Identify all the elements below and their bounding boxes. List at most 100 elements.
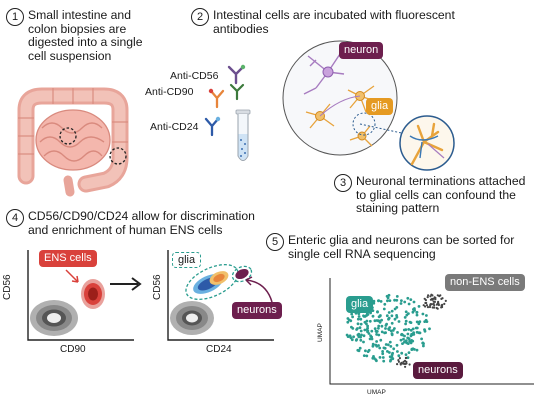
umap-point xyxy=(425,314,428,317)
umap-point xyxy=(403,316,407,319)
umap-point xyxy=(412,300,416,304)
umap-point xyxy=(428,305,432,309)
umap-point xyxy=(362,314,365,318)
step-3-line: to glial cells can confound the xyxy=(356,187,516,202)
umap-point xyxy=(399,338,403,342)
umap-point xyxy=(408,320,412,324)
umap-point xyxy=(393,298,396,302)
umap-point xyxy=(395,343,399,347)
umap-point xyxy=(404,319,408,323)
umap-point xyxy=(359,317,363,321)
umap-point xyxy=(388,340,392,344)
umap-point xyxy=(420,337,423,341)
umap-point xyxy=(404,328,408,332)
umap-point xyxy=(380,330,384,334)
umap-point xyxy=(359,338,363,342)
umap-point xyxy=(366,330,369,334)
umap-point xyxy=(410,332,413,336)
umap-point xyxy=(396,331,399,334)
umap-point xyxy=(426,296,429,299)
umap-point xyxy=(358,326,362,330)
umap-point xyxy=(426,306,430,309)
step-3-line: staining pattern xyxy=(356,201,440,215)
umap-point xyxy=(424,301,427,305)
umap-point xyxy=(400,361,403,364)
umap-point xyxy=(359,322,363,326)
umap-point xyxy=(421,341,425,345)
umap-point xyxy=(363,328,367,332)
umap-point xyxy=(377,333,381,337)
plot2-y-axis-label: CD56 xyxy=(152,274,163,300)
umap-point xyxy=(348,334,352,338)
umap-point xyxy=(404,365,407,368)
umap-point xyxy=(390,321,394,325)
umap-point xyxy=(406,296,410,300)
umap-point xyxy=(352,335,355,339)
umap-point xyxy=(403,300,407,304)
umap-point xyxy=(415,348,419,352)
non-ens-cells-tag: non-ENS cells xyxy=(445,274,525,291)
umap-point xyxy=(366,350,370,353)
umap-point xyxy=(380,324,384,328)
umap-point xyxy=(407,351,411,354)
umap-point xyxy=(423,329,427,333)
plot1-x-axis-label: CD90 xyxy=(60,344,86,355)
umap-point xyxy=(429,304,432,307)
umap-point xyxy=(400,299,403,302)
umap-point xyxy=(345,333,349,337)
step-1-number: 1 xyxy=(6,8,24,26)
umap-point xyxy=(423,320,427,323)
umap-point xyxy=(377,324,381,328)
step-1-text: Small intestine and colon biopsies are d… xyxy=(28,8,178,63)
umap-point xyxy=(378,356,382,359)
umap-point xyxy=(433,306,436,309)
step-5-line: Enteric glia and neurons can be sorted f… xyxy=(288,233,515,247)
umap-point xyxy=(371,342,375,346)
umap-point xyxy=(390,332,394,336)
umap-point xyxy=(362,354,366,357)
umap-point xyxy=(388,299,392,302)
umap-point xyxy=(375,319,379,322)
umap-point xyxy=(397,320,401,323)
umap-point xyxy=(357,312,361,316)
umap-point xyxy=(381,350,384,353)
umap-point xyxy=(422,344,425,348)
umap-point xyxy=(412,331,415,334)
umap-point xyxy=(371,344,375,348)
umap-point xyxy=(432,302,435,305)
umap-point xyxy=(409,298,413,301)
neuron-tag: neuron xyxy=(339,42,384,59)
antibody-cd90-icon xyxy=(208,88,225,109)
facs-plot-cd56-cd90 xyxy=(27,250,134,341)
antibody-label-cd56: Anti-CD56 xyxy=(170,70,219,82)
umap-point xyxy=(441,297,444,300)
umap-point xyxy=(429,295,432,298)
step-4-text: CD56/CD90/CD24 allow for discrimination … xyxy=(28,209,308,237)
umap-point xyxy=(386,299,389,303)
umap-point xyxy=(395,295,399,298)
step-4-number: 4 xyxy=(6,209,24,227)
umap-point xyxy=(387,328,391,331)
umap-point xyxy=(404,353,408,356)
umap-point xyxy=(365,322,368,326)
umap-point xyxy=(439,294,442,297)
umap-point xyxy=(357,335,361,339)
umap-point xyxy=(443,302,446,305)
umap-point xyxy=(378,346,382,350)
step-1-line: Small intestine and xyxy=(28,8,131,22)
umap-point xyxy=(398,357,401,360)
umap-point xyxy=(379,314,382,317)
umap-point xyxy=(389,329,393,333)
umap-point xyxy=(414,326,418,330)
umap-point xyxy=(395,298,399,302)
umap-point xyxy=(351,315,354,319)
umap-point xyxy=(435,306,438,310)
umap-point xyxy=(393,327,396,330)
umap-point xyxy=(387,311,391,314)
umap-point xyxy=(365,319,369,323)
umap-point xyxy=(396,363,399,366)
umap-point xyxy=(418,320,422,324)
umap-point xyxy=(356,317,360,321)
umap-point xyxy=(399,363,402,366)
step-5-line: single cell RNA sequencing xyxy=(288,246,436,261)
